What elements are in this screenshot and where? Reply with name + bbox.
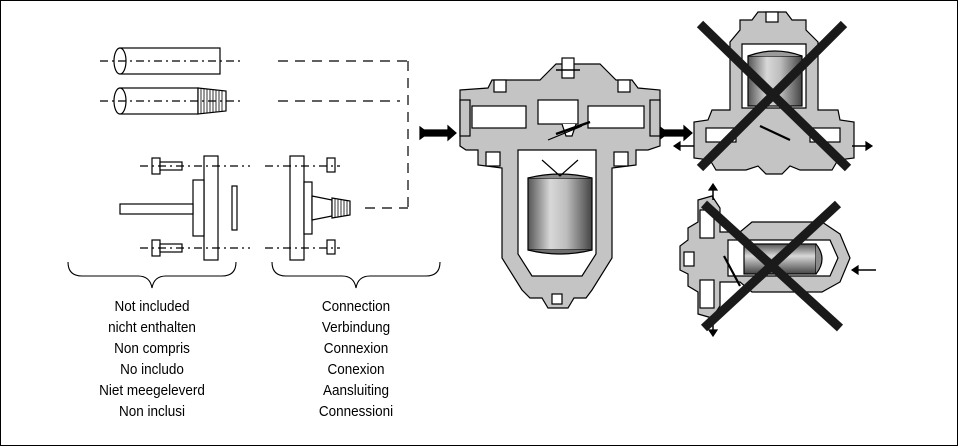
inlet-arrow [419,124,457,142]
connection-flange [265,155,351,261]
brace-connection [271,261,441,289]
caption-connection-es: Conexion [327,361,385,378]
caption-not-included-de: nicht enthalten [108,319,196,336]
connection-leader-lines [278,60,409,209]
connection-parts [265,60,409,261]
caption-connection-en: Connection [321,298,391,315]
not-included-parts [100,47,250,261]
caption-not-included: Not included nicht enthalten Non compris… [71,296,233,422]
caption-not-included-nl: Niet meegeleverd [99,382,205,399]
trap-float [527,177,593,251]
caption-connection-de: Verbindung [321,319,391,336]
threaded-pipe [100,87,240,115]
wrong-install-inverted [672,11,874,175]
x-mark-top [696,20,852,172]
caption-connection-fr: Connexion [323,340,389,357]
brace-not-included [67,261,237,289]
outlet-arrow [659,124,693,142]
plain-pipe [100,47,240,75]
caption-connection: Connection Verbindung Connexion Conexion… [275,296,437,422]
caption-connection-it: Connessioni [318,403,394,420]
wrong-install-sideways [679,182,876,338]
caption-not-included-es: No includo [120,361,184,378]
flange-pipe [119,155,250,261]
caption-not-included-en: Not included [114,298,190,315]
caption-connection-nl: Aansluiting [322,382,390,399]
x-mark-bottom [700,200,844,332]
caption-not-included-fr: Non compris [114,340,190,357]
steam-trap-correct [419,57,693,309]
braces [67,261,441,289]
caption-not-included-it: Non inclusi [118,403,186,420]
